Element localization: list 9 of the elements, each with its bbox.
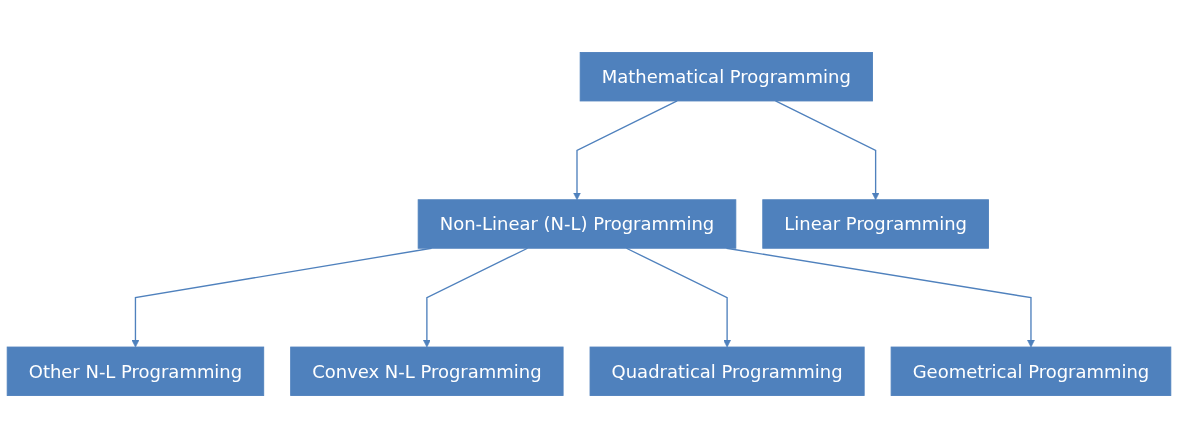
node-box: Convex N-L Programming (290, 346, 564, 396)
node-box: Non-Linear (N-L) Programming (417, 199, 737, 249)
node-box: Linear Programming (762, 199, 989, 249)
node-box: Geometrical Programming (890, 346, 1172, 396)
node-box: Other N-L Programming (6, 346, 265, 396)
node-box: Mathematical Programming (579, 52, 873, 102)
node-box: Quadratical Programming (589, 346, 865, 396)
arrow (573, 100, 678, 201)
arrow (774, 100, 880, 201)
